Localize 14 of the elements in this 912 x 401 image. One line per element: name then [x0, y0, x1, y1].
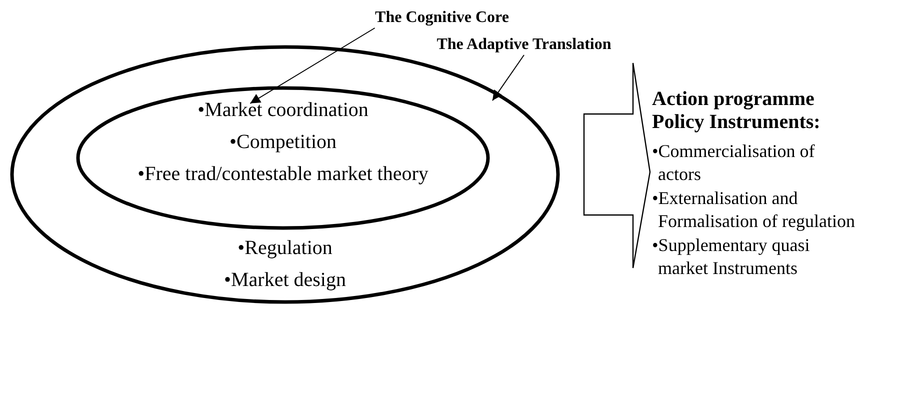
- arrow: [492, 54, 524, 102]
- list-item: •Commercialisation of actors: [652, 140, 816, 186]
- block-arrow: [583, 62, 651, 269]
- callout-label: The Cognitive Core: [375, 9, 509, 27]
- heading: Action programme Policy Instruments:: [652, 88, 822, 134]
- bullet-item: •Market design: [224, 269, 346, 291]
- bullet-item: •Competition: [230, 131, 336, 153]
- list-item: •Supplementary quasi market Instruments: [652, 234, 811, 280]
- bullet-item: •Free trad/contestable market theory: [138, 163, 428, 185]
- bullet-item: •Regulation: [238, 237, 332, 259]
- bullet-item: •Market coordination: [198, 99, 368, 121]
- arrow: [250, 28, 376, 104]
- list-item: •Externalisation and Formalisation of regulation: [652, 186, 856, 234]
- callout-label: The Adaptive Translation: [436, 36, 612, 54]
